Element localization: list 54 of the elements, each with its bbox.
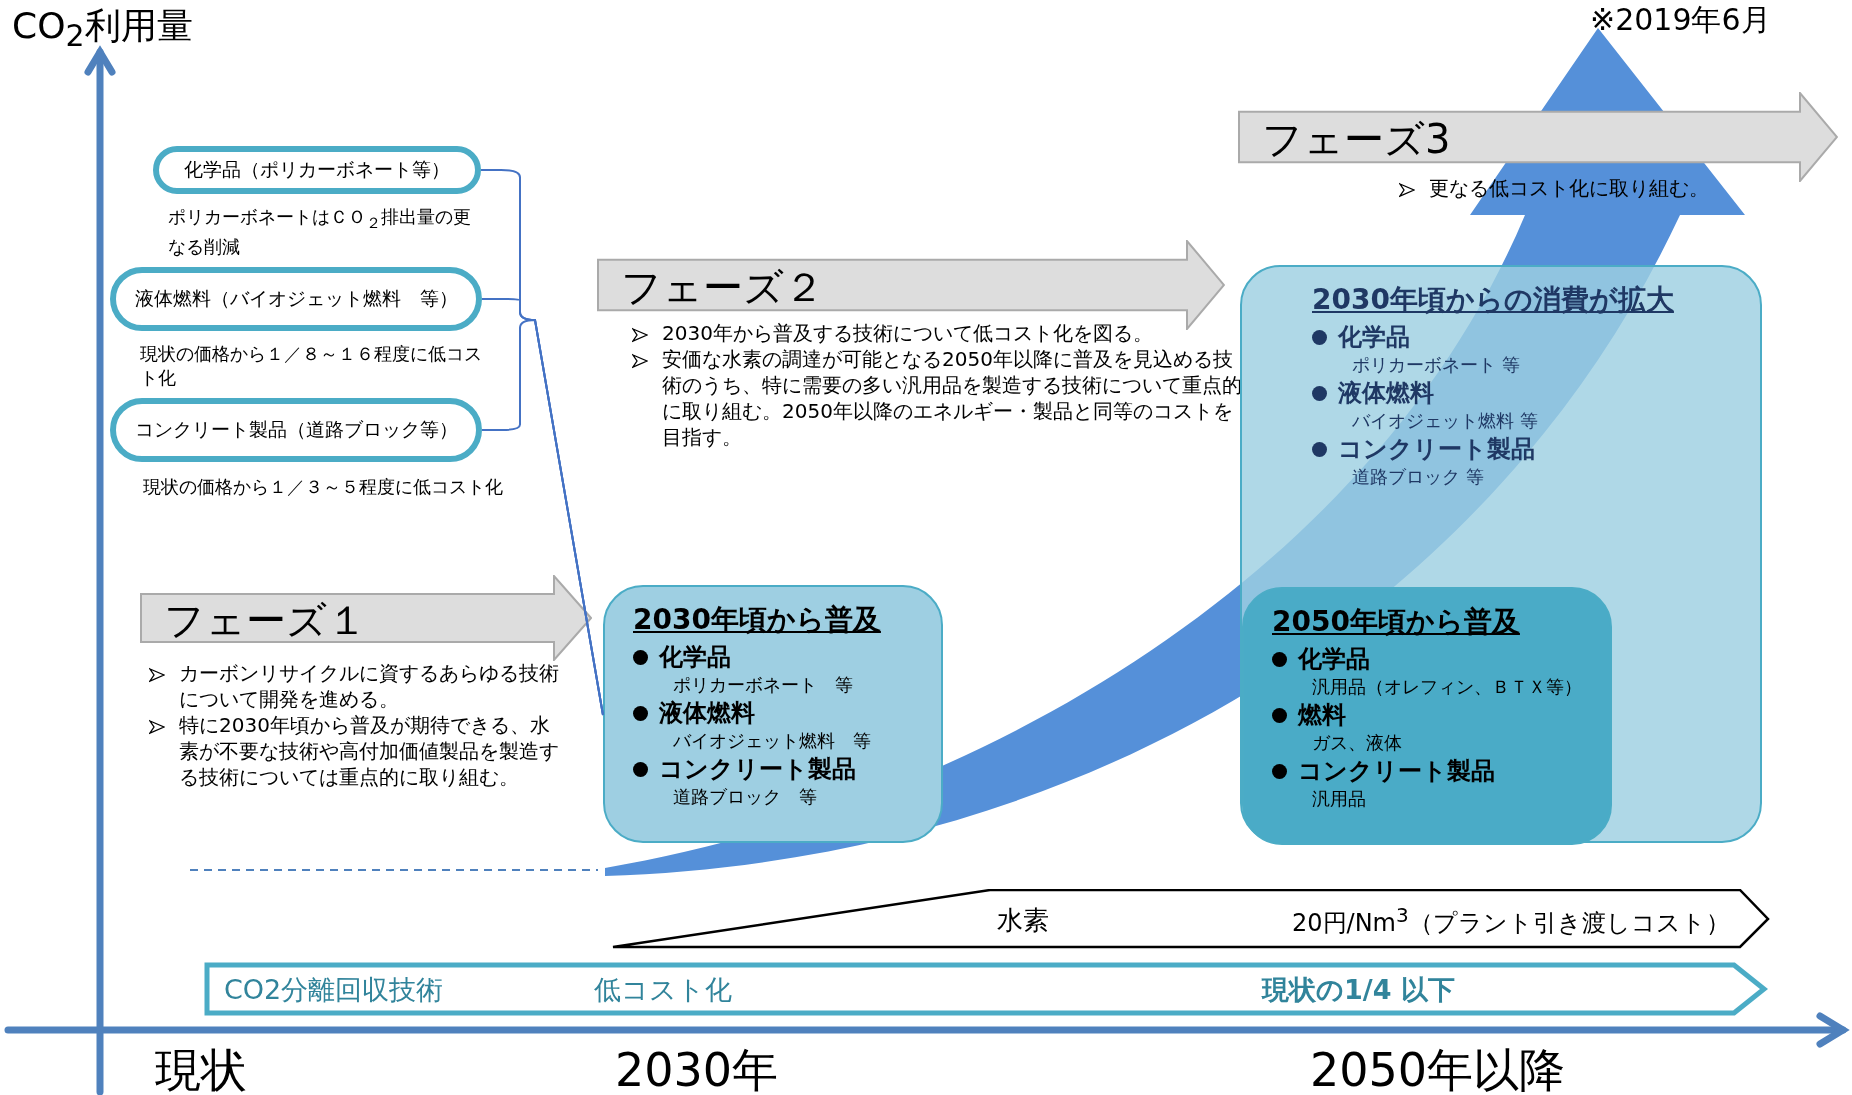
item-card [1240,265,1762,843]
note-text: ※2019年6月 [1590,1,1771,39]
list-item: 燃料 [1272,699,1346,731]
category-pill [110,398,482,462]
item-detail: ガス、液体 [1311,731,1402,755]
pill-label: 液体燃料（バイオジェット燃料 等） [134,286,458,311]
axis-label: 現状 [155,1042,247,1095]
list-item: コンクリート製品 [1312,433,1535,465]
note-text: 現状の価格から１／３～５程度に低コスト化 [143,475,504,499]
bar-label: CO2分離回収技術 [224,973,444,1007]
list-item: 液体燃料 [633,697,755,729]
item-detail: 道路ブロック 等 [1351,465,1484,489]
list-item: コンクリート製品 [633,753,856,785]
axis-label: 2030年 [615,1042,779,1095]
pill-label: 化学品（ポリカーボネート等） [184,157,450,182]
item-detail: バイオジェット燃料 等 [672,729,871,753]
axis-title: CO$_{2}$利用量 [12,4,193,54]
phase-title: フェーズ２ [621,263,824,313]
item-detail: 汎用品 [1311,787,1366,811]
item-card [1242,587,1612,845]
item-detail: 汎用品（オレフィン、ＢＴＸ等） [1311,675,1582,699]
list-item: 化学品 [633,641,731,673]
note-text: ポリカーボネートはＣＯ$_{２}$排出量の更なる削減 [168,205,472,259]
cost-label: 20円/Nm$^{3}$（プラント引き渡しコスト） [1292,903,1730,939]
co2-capture-banner [204,962,1770,1016]
bullet-text: 安価な水素の調達が可能となる2050年以降に普及を見込める技術のうち、特に需要の多い汎用品を製造する技術について重点的に取り組む。2050年以降のエネルギー・製品と同等のコストを目指す。 [662,347,1242,449]
item-detail: 道路ブロック 等 [672,785,817,809]
list-item: 化学品 [1312,321,1410,353]
note-text: 現状の価格から１／８～１６程度に低コスト化 [140,342,483,390]
bullet-text: 2030年から普及する技術について低コスト化を図る。 [662,321,1153,345]
phase-title: フェーズ3 [1262,115,1451,165]
bar-label: 現状の1/4 以下 [1262,973,1455,1007]
item-detail: バイオジェット燃料 等 [1351,409,1538,433]
item-card [603,585,943,843]
bullet-text: 特に2030年頃から普及が期待できる、水素が不要な技術や高付加価値製品を製造する技術については重点的に取り組む。 [179,713,559,789]
item-detail: ポリカーボネート 等 [1351,353,1520,377]
bar-label: 低コスト化 [594,973,732,1007]
category-pill [110,267,482,331]
bullet-text: カーボンリサイクルに資するあらゆる技術について開発を進める。 [179,661,559,711]
bullet-text: 更なる低コスト化に取り組む。 [1429,176,1709,200]
pill-label: コンクリート製品（道路ブロック等） [134,417,458,442]
card-heading: 2030年頃から普及 [633,602,881,638]
hydrogen-label: 水素 [997,904,1049,937]
list-item: 液体燃料 [1312,377,1434,409]
category-pill [153,146,481,194]
phase-arrow [140,575,592,661]
phase-title: フェーズ１ [164,596,367,646]
list-item: 化学品 [1272,643,1370,675]
item-detail: ポリカーボネート 等 [672,673,853,697]
card-heading: 2030年頃からの消費が拡大 [1312,282,1674,318]
card-heading: 2050年頃から普及 [1272,604,1520,640]
axis-label: 2050年以降 [1310,1042,1566,1095]
hydrogen-cost-banner [612,889,1770,949]
list-item: コンクリート製品 [1272,755,1495,787]
